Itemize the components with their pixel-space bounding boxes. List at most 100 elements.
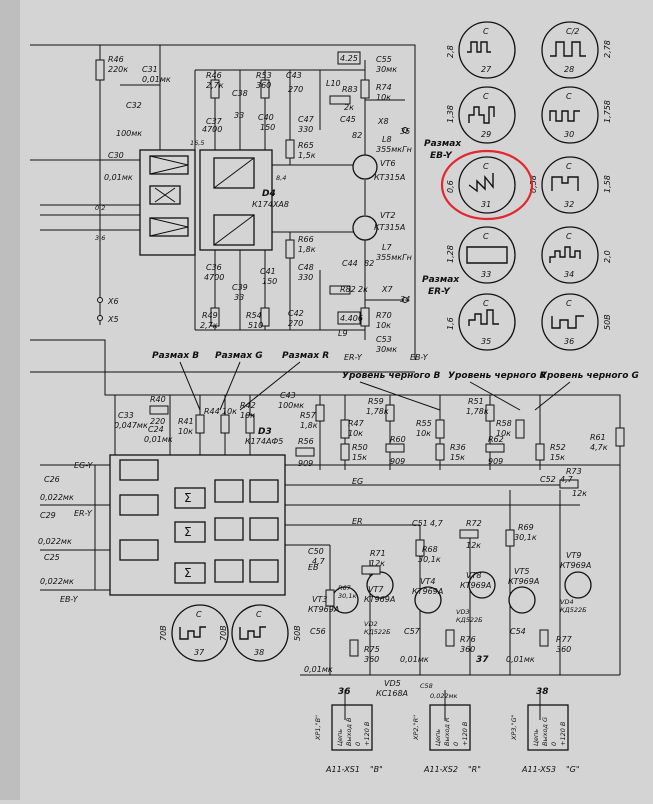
r69-label: R69 (518, 523, 534, 532)
x7-pin: 34 (400, 295, 410, 304)
r56-value: 909 (298, 459, 313, 468)
c45-label: C45 (340, 115, 356, 124)
waveform-number: 34 (564, 270, 574, 279)
waveform-trace (468, 309, 499, 326)
c42-label: C42 (288, 309, 304, 318)
vd5-type: КС168А (376, 689, 408, 698)
r74-value: 10к (376, 93, 391, 102)
c50-value: 4,7 (312, 557, 326, 566)
d4-type: К174ХА8 (252, 200, 289, 209)
r41-label: R41 (178, 417, 194, 426)
vt2-label: VT2 (380, 211, 395, 220)
razmah-eby-2: EB-Y (430, 151, 453, 161)
xp1-channel: "B" (370, 765, 383, 774)
r76-label: R76 (460, 635, 476, 644)
c57-value: 0,01мк (400, 655, 429, 664)
waveform-37: C3770В50В (159, 604, 242, 662)
waveform-trace (179, 626, 206, 640)
waveform-left-amplitude: 1,38 (446, 105, 455, 123)
vt8-type: КТ969А (460, 581, 491, 590)
pin-a: 16,5 (190, 139, 204, 147)
waveform-circle (541, 293, 599, 351)
c47-value: 330 (298, 125, 313, 134)
c38-label: C38 (232, 89, 248, 98)
pin-38: 38 (536, 687, 549, 697)
c30-label: C30 (108, 151, 124, 160)
r42-label: R42 (240, 401, 256, 410)
waveform-scale: C (483, 27, 489, 36)
xp2-p4: +120 В (461, 721, 469, 746)
r60-value: 909 (390, 457, 405, 466)
x8-label: X8 (377, 117, 389, 126)
top-labels: R46 220к C31 0,01мк C32 100мк C30 0,01мк… (95, 54, 429, 362)
c44-label: C44 (342, 259, 358, 268)
c50-label: C50 (308, 547, 324, 556)
waveform-scale: C (566, 162, 572, 171)
c52-value: 4,7 (560, 475, 574, 484)
razmah-g: Размах G (215, 351, 263, 361)
waveform-number: 37 (194, 648, 205, 657)
c56-label: C56 (310, 627, 326, 636)
c53-label: C53 (376, 335, 392, 344)
r52-label: R52 (550, 443, 566, 452)
l7-value: 355мкГн (376, 253, 412, 262)
c45-value: 82 (352, 131, 362, 140)
r62-value: 909 (488, 457, 503, 466)
c33-label: C33 (118, 411, 134, 420)
input-switch-block (139, 149, 196, 256)
waveform-trace (239, 626, 266, 640)
vt4-label: VT4 (420, 577, 435, 586)
r75-label: R75 (364, 645, 380, 654)
er-label: ER (352, 517, 363, 526)
r47-label: R47 (348, 419, 365, 428)
r54-label: R54 (246, 311, 262, 320)
r46-label: R46 (206, 71, 222, 80)
c40-label: C40 (258, 113, 274, 122)
x5-label: X5 (107, 315, 119, 324)
c43b-value: 100мк (278, 401, 304, 410)
waveform-trace (467, 41, 491, 53)
waveform-right-amplitude: 50В (603, 314, 612, 330)
connector-xp1: XP1,"B" Цепь Выход B 0 +120 В A11-XS1 "B… (314, 704, 383, 774)
waveform-number: 29 (481, 130, 491, 139)
waveform-right-amplitude: 2,78 (603, 40, 612, 58)
svg-text:Σ: Σ (184, 566, 192, 580)
xp3-id: XP3,"G" (510, 714, 518, 741)
r55-value: 10к (416, 429, 431, 438)
connector-xp2: XP2,"R" Цепь Выход R 0 +120 В A11-XS2 "R… (412, 704, 481, 774)
vt3-label: VT3 (312, 595, 327, 604)
pin-36: 36 (338, 687, 351, 697)
r59-label: R59 (368, 397, 384, 406)
xp2-p3: 0 (452, 742, 460, 746)
c57-label: C57 (404, 627, 421, 636)
r73-label: R73 (566, 467, 582, 476)
vt7-type: КТ969А (364, 595, 395, 604)
connector-xp3: XP3,"G" Цепь Выход G 0 +120 В A11-XS3 "G… (510, 704, 580, 774)
c53-value: 30мк (376, 345, 397, 354)
r46a-value: 220к (108, 65, 128, 74)
c52-label: C52 (540, 475, 556, 484)
r57-label: R57 (300, 411, 317, 420)
r50-label: R50 (352, 443, 368, 452)
eby-top: EB-Y (410, 353, 429, 362)
r77-value: 360 (556, 645, 571, 654)
c47-label: C47 (298, 115, 315, 124)
waveform-trace (468, 173, 494, 193)
waveform-right-amplitude: 50В (293, 625, 302, 641)
output-wiring (300, 490, 620, 720)
c54-value: 0,01мк (506, 655, 535, 664)
xp3-p2: Выход G (541, 717, 549, 746)
c56-value: 0,01мк (304, 665, 333, 674)
d3-type: К174АФ5 (245, 437, 283, 446)
c40-value: 150 (260, 123, 275, 132)
c42-value: 270 (288, 319, 303, 328)
top-components (95, 51, 408, 327)
waveform-circle (458, 156, 516, 214)
r67-value: 30,1к (338, 592, 356, 600)
mid-labels: R40 220 C33 0,047мк C24 0,01мк R41 10к R… (38, 391, 608, 604)
c24-value: 0,01мк (144, 435, 173, 444)
